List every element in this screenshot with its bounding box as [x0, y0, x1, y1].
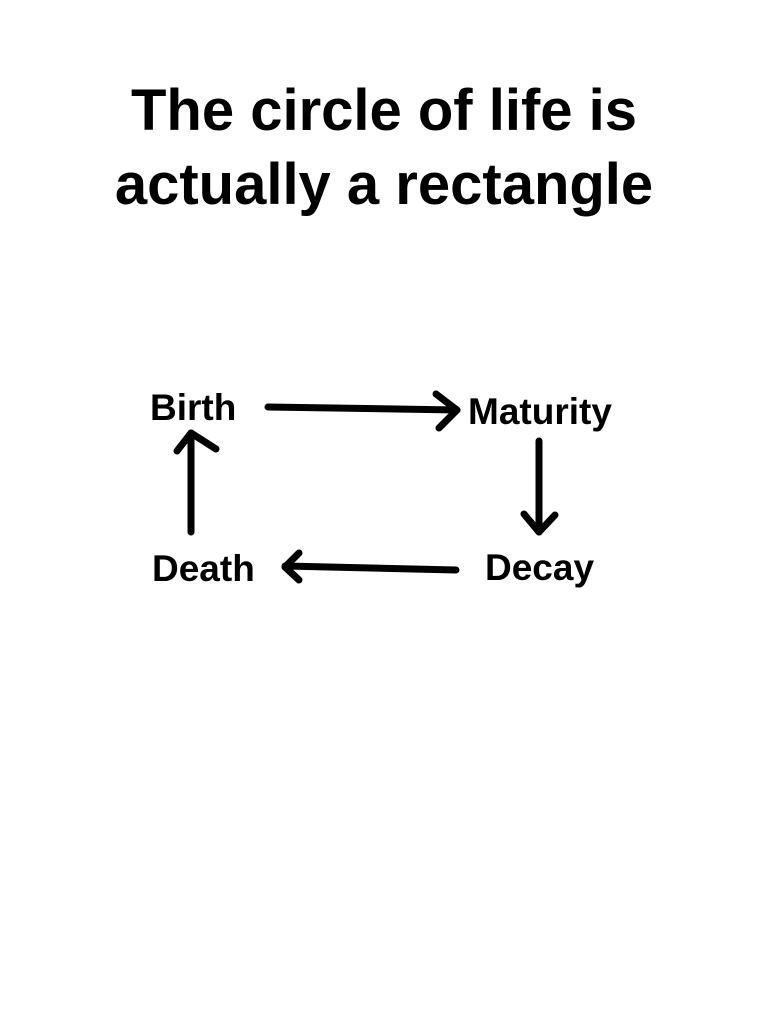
- node-maturity: Maturity: [468, 391, 612, 432]
- title-line-2: actually a rectangle: [114, 152, 654, 217]
- arrow-death-to-birth: [173, 429, 220, 536]
- arrow-birth-to-maturity: [264, 390, 461, 432]
- page-title: The circle of life is actually a rectang…: [0, 74, 768, 222]
- node-death: Death: [152, 548, 255, 589]
- node-decay: Decay: [485, 547, 595, 588]
- arrow-maturity-to-decay: [520, 437, 559, 536]
- arrow-decay-to-death: [281, 549, 460, 584]
- node-birth: Birth: [150, 387, 237, 428]
- title-line-1: The circle of life is: [130, 78, 638, 143]
